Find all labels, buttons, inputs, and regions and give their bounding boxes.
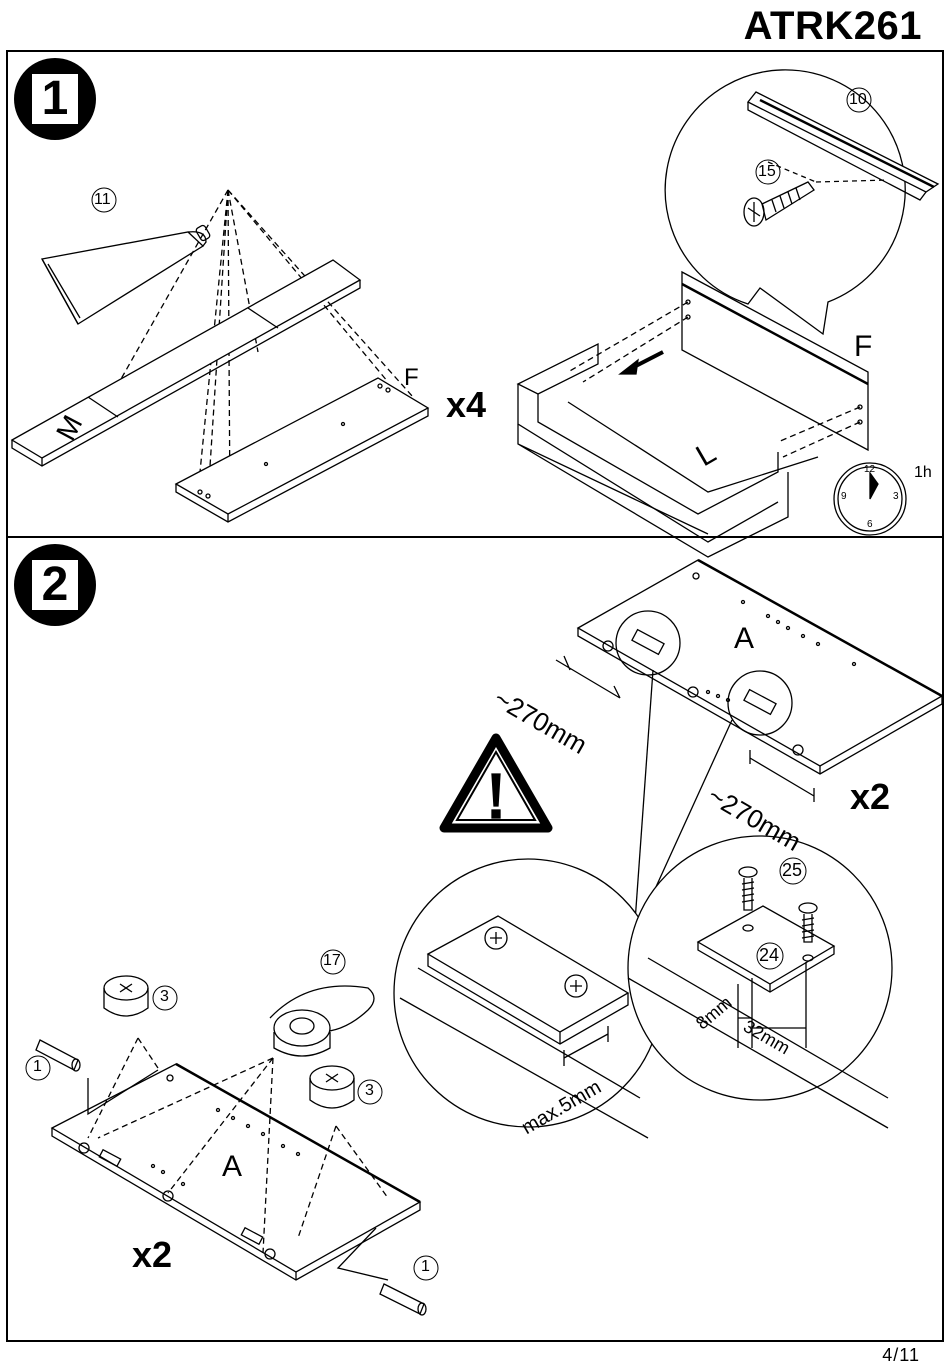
letter-f-small: F bbox=[404, 364, 419, 392]
part-label-dowel-a: 1 bbox=[33, 1058, 42, 1076]
part-label-plate: 24 bbox=[759, 945, 779, 966]
clock-6: 6 bbox=[867, 519, 873, 530]
part-label-bolt-a: 3 bbox=[160, 988, 169, 1006]
quantity-multiplier-top: x2 bbox=[850, 776, 890, 818]
part-label-screw: 25 bbox=[782, 860, 802, 881]
step-2-panel: 2 bbox=[6, 536, 944, 1342]
board-a-top bbox=[578, 560, 942, 774]
step-1-panel: 1 bbox=[6, 50, 944, 538]
quantity-multiplier-bottom: x2 bbox=[132, 1234, 172, 1276]
clock-3: 3 bbox=[893, 491, 899, 502]
letter-f-large: F bbox=[854, 330, 872, 364]
letter-a-bottom: A bbox=[222, 1150, 242, 1184]
letter-a-top: A bbox=[734, 622, 754, 656]
part-label-screw: 15 bbox=[758, 163, 776, 181]
cam-lock-icon bbox=[270, 986, 374, 1056]
detail-plate-position bbox=[628, 836, 892, 1128]
part-label-tube: 11 bbox=[94, 191, 111, 209]
part-label-profile: 10 bbox=[849, 91, 867, 109]
step-1-illustration bbox=[8, 52, 946, 540]
clock-12: 12 bbox=[864, 464, 875, 475]
warning-icon bbox=[444, 738, 548, 828]
cam-bolt-icon bbox=[104, 976, 148, 1016]
glue-tube-icon bbox=[42, 224, 211, 324]
part-label-cam: 17 bbox=[323, 952, 341, 970]
cam-bolt-icon bbox=[310, 1066, 354, 1108]
detail-max-gap bbox=[394, 859, 662, 1138]
dowel-icon bbox=[380, 1284, 426, 1315]
part-label-bolt-b: 3 bbox=[365, 1082, 374, 1100]
drying-time: 1h bbox=[914, 464, 932, 482]
page-number: 4/11 bbox=[882, 1345, 920, 1366]
model-number: ATRK261 bbox=[744, 4, 922, 49]
dowel-icon bbox=[36, 1040, 80, 1071]
clock-9: 9 bbox=[841, 491, 847, 502]
step-2-illustration bbox=[8, 538, 946, 1344]
part-label-dowel-b: 1 bbox=[421, 1258, 430, 1276]
quantity-multiplier: x4 bbox=[446, 384, 486, 426]
